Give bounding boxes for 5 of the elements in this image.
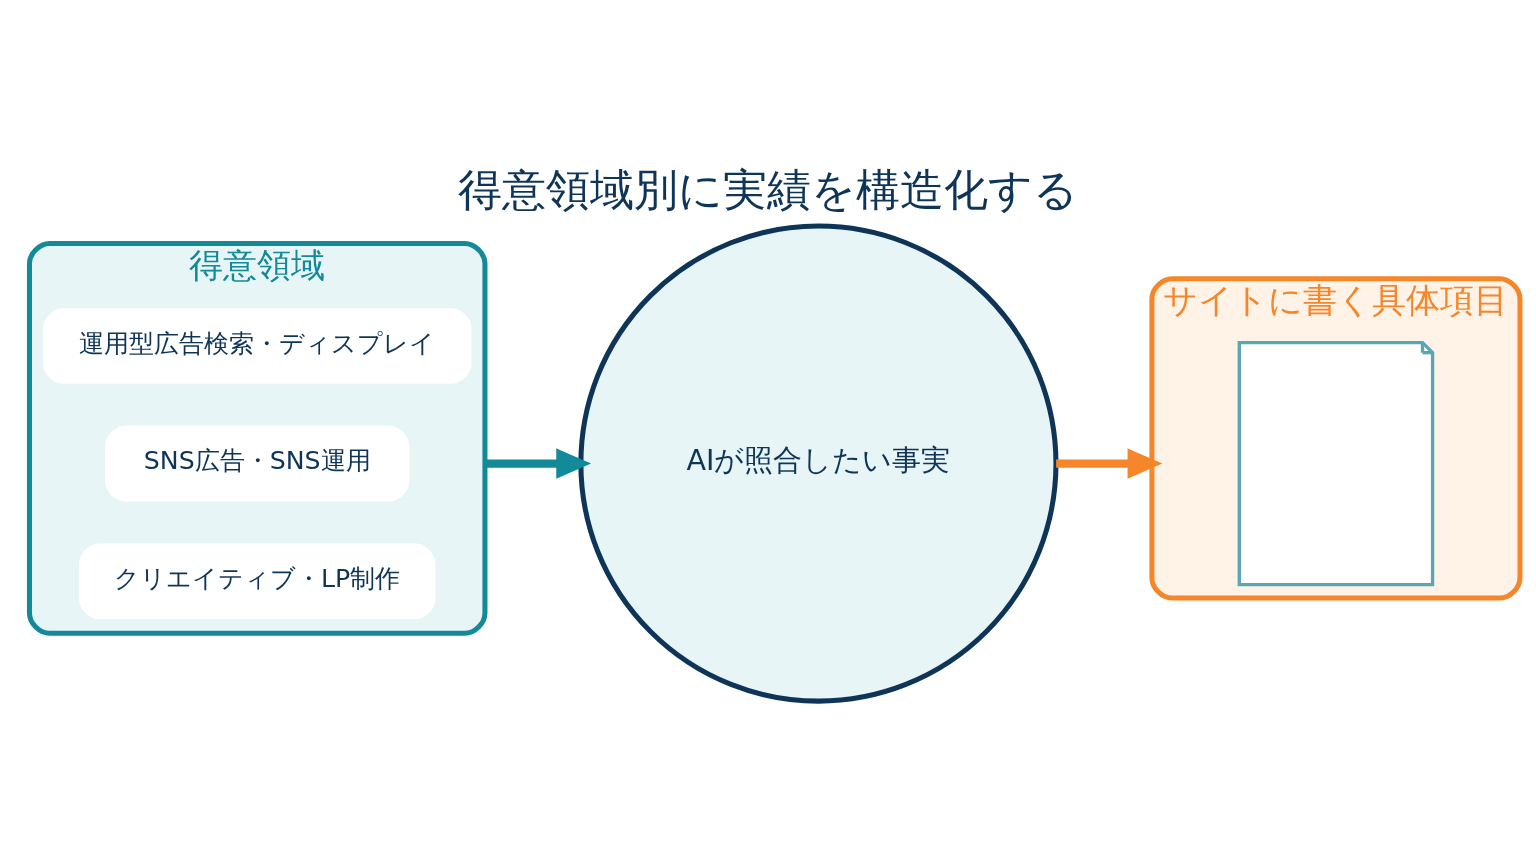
node-circle: AIが照合したい事実	[578, 223, 1059, 704]
arrow	[484, 447, 592, 479]
cluster: サイトに書く具体項目	[1149, 275, 1523, 601]
arrow	[1056, 447, 1163, 479]
diagram-title: 得意領域別に実績を構造化する	[458, 163, 1078, 215]
